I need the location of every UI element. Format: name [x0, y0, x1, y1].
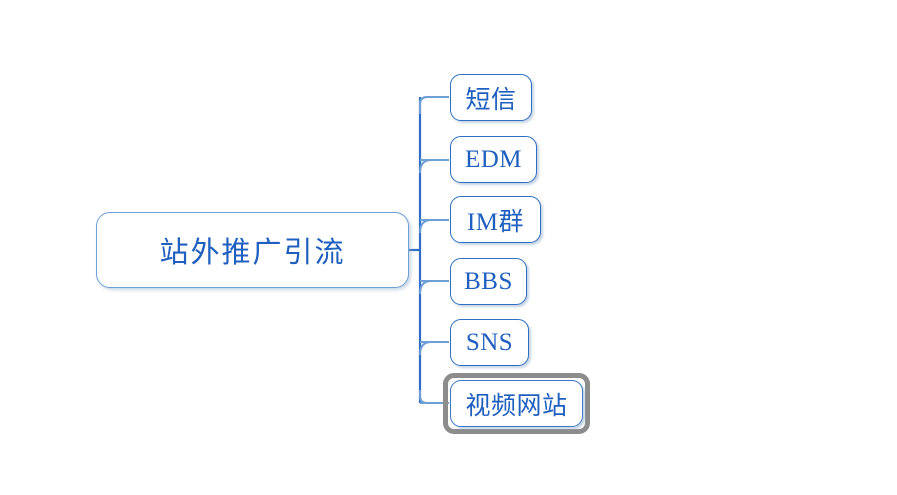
child-node-bbs[interactable]: BBS: [450, 258, 527, 305]
child-node-sms[interactable]: 短信: [450, 74, 532, 121]
child-node-im-group[interactable]: IM群: [450, 196, 541, 243]
child-node-edm[interactable]: EDM: [450, 136, 537, 183]
child-node-video-site[interactable]: 视频网站: [450, 380, 583, 427]
selection-highlight: [443, 373, 590, 434]
child-node-sns[interactable]: SNS: [450, 319, 529, 366]
root-node[interactable]: 站外推广引流: [96, 212, 409, 288]
